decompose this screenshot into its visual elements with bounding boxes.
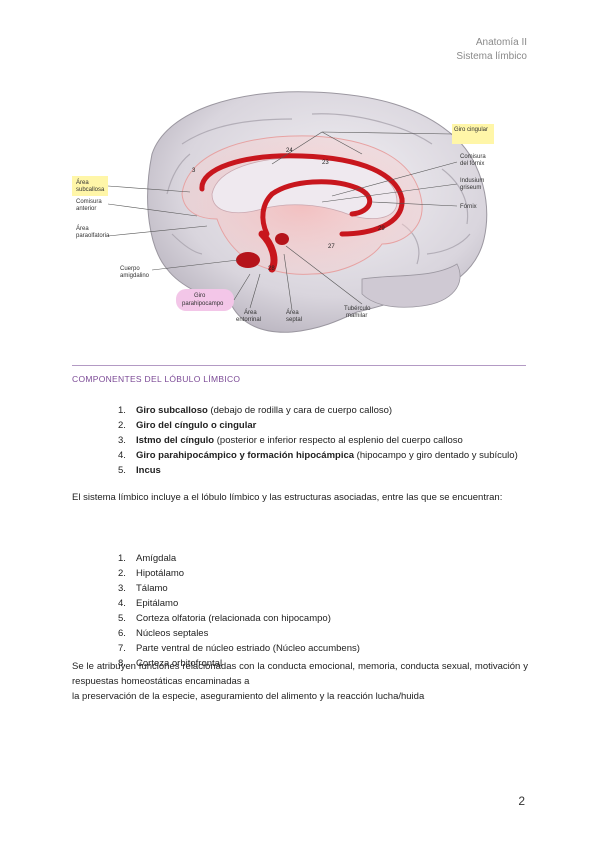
region-number-28: 28	[268, 266, 275, 272]
label-giro-parahipocampo-2: parahipocampo	[182, 301, 224, 307]
brain-illustration: Giro cingular Comisura del fórnix Indusi…	[72, 91, 494, 333]
list-item: 4.Giro parahipocámpico y formación hipoc…	[118, 450, 518, 461]
limbic-lobe-components-list: 1.Giro subcalloso (debajo de rodilla y c…	[118, 403, 518, 478]
section-title: COMPONENTES DEL LÓBULO LÍMBICO	[72, 374, 241, 384]
list-item: 1.Giro subcalloso (debajo de rodilla y c…	[118, 405, 393, 416]
fornix-shape	[199, 153, 405, 237]
header-topic: Sistema límbico	[456, 51, 527, 62]
highlight-giro-parahipocampo	[176, 289, 234, 311]
list-item: 4.Epitálamo	[118, 598, 179, 609]
label-area-septal-2: septal	[286, 317, 302, 323]
amygdala-shape	[236, 252, 260, 268]
label-comisura-anterior-2: anterior	[76, 206, 96, 212]
list-item: 6.Núcleos septales	[118, 628, 209, 639]
label-area-entorrinal-1: Área	[244, 309, 257, 316]
label-indusium-1: Indusium	[460, 178, 484, 184]
list-item: 8.Corteza orbitofrontal	[118, 658, 223, 669]
label-comisura-fornix-1: Comisura	[460, 154, 486, 160]
functions-line-1: Se le atribuyen funciones relacionadas c…	[72, 661, 528, 687]
brain-figure: Giro cingular Comisura del fórnix Indusi…	[72, 84, 528, 346]
region-number-23: 23	[322, 160, 329, 166]
mamillary-body-shape	[275, 233, 289, 245]
highlight-area-subcallosa	[72, 176, 108, 196]
label-giro-parahipocampo-1: Giro	[194, 293, 206, 299]
list-item: 2.Giro del cíngulo o cingular	[118, 420, 257, 431]
list-item: 7.Parte ventral de núcleo estriado (Núcl…	[118, 643, 360, 654]
region-number-29: 29	[378, 226, 385, 232]
section-divider	[72, 365, 526, 366]
list-item: 5.Corteza olfatoria (relacionada con hip…	[118, 613, 331, 624]
label-cuerpo-amigdalino-1: Cuerpo	[120, 266, 140, 272]
functions-line-2: la preservación de la especie, asegurami…	[72, 691, 425, 702]
label-area-entorrinal-2: entorrinal	[236, 317, 261, 323]
region-number-27: 27	[328, 244, 335, 250]
label-area-subcallosa-2: subcallosa	[76, 187, 105, 193]
label-area-paraolfatoria-2: paraolfatoria	[76, 233, 110, 239]
highlight-giro-cingular	[452, 124, 494, 144]
label-comisura-anterior-1: Comisura	[76, 199, 102, 205]
list-item: 3.Istmo del cíngulo (posterior e inferio…	[118, 435, 463, 446]
header-course: Anatomía II	[475, 37, 527, 48]
list-item: 3.Tálamo	[118, 583, 168, 594]
page-header: Anatomía II Sistema límbico	[456, 36, 527, 64]
label-area-septal-1: Área	[286, 309, 299, 316]
region-number-24: 24	[286, 148, 293, 154]
list-item: 5.Incus	[118, 465, 161, 476]
functions-paragraph: Se le atribuyen funciones relacionadas c…	[72, 659, 528, 704]
label-area-paraolfatoria-1: Área	[76, 225, 89, 232]
list-item: 1.Amígdala	[118, 553, 177, 564]
label-cuerpo-amigdalino-2: amigdalino	[120, 273, 150, 279]
label-tuberculo-mamilar-2: mamilar	[346, 313, 367, 319]
intro-paragraph: El sistema límbico incluye a el lóbulo l…	[72, 492, 503, 503]
page-number: 2	[518, 794, 525, 808]
associated-structures-list: 1.Amígdala 2.Hipotálamo 3.Tálamo 4.Epitá…	[118, 551, 360, 671]
region-number-3: 3	[192, 168, 196, 174]
label-comisura-fornix-2: del fórnix	[460, 161, 484, 167]
label-fornix: Fórnix	[460, 204, 477, 210]
label-tuberculo-mamilar-1: Tubérculo	[344, 306, 371, 312]
label-giro-cingular: Giro cingular	[454, 127, 488, 133]
label-indusium-2: griseum	[460, 185, 481, 191]
list-item: 2.Hipotálamo	[118, 568, 185, 579]
label-area-subcallosa-1: Área	[76, 179, 89, 186]
